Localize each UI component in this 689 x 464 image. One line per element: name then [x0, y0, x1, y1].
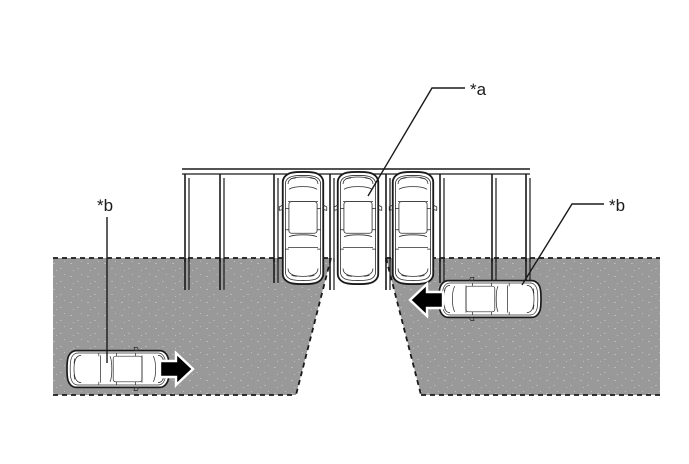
drive-aisle — [296, 258, 421, 395]
direction-arrow-left — [408, 281, 445, 319]
moving-car-right — [438, 276, 542, 322]
stall-dividers — [184, 174, 531, 262]
label-b-left: *b — [97, 196, 113, 215]
parked-car-3 — [388, 170, 438, 286]
moving-car-left — [66, 346, 170, 392]
leader-line-b-right — [521, 203, 604, 286]
pillar-feet — [184, 258, 531, 290]
label-b-right: *b — [609, 196, 625, 215]
leader-line-a — [367, 87, 465, 197]
label-a: *a — [470, 80, 487, 99]
carport-canopy — [182, 168, 531, 262]
parked-car-1 — [278, 170, 328, 286]
parked-car-2-highlighted — [333, 170, 383, 286]
direction-arrow-right — [158, 350, 195, 388]
